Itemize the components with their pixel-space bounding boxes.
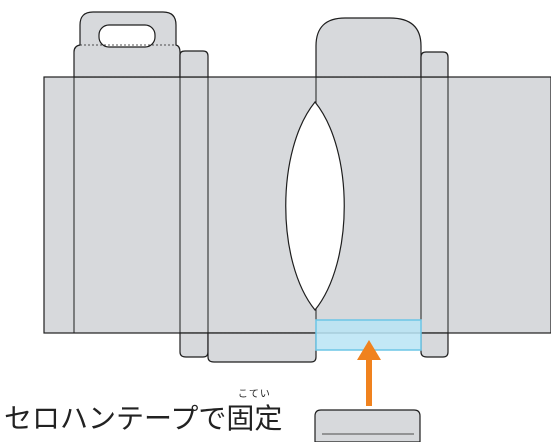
dashed-fold-lines: [74, 44, 448, 334]
caption-furigana: こてい: [237, 389, 271, 400]
arrow-up-icon: [357, 340, 381, 406]
bottom-flap-center: [207, 332, 317, 363]
side-tab-top-right: [420, 51, 449, 78]
handle-hole: [98, 24, 156, 48]
bottom-tab-right: [420, 332, 449, 358]
caption-kanji: 固定: [226, 402, 283, 435]
bottom-tab-left: [179, 332, 209, 358]
caption-kanji-group: こてい 固定: [226, 390, 283, 439]
side-tab-top: [179, 50, 209, 78]
caption-text: セロハンテープで: [4, 402, 227, 435]
tape-piece: [314, 409, 421, 442]
caption: セロハンテープで こてい 固定: [4, 390, 283, 439]
rounded-top-flap: [315, 17, 422, 78]
window-cutout: [285, 101, 345, 311]
